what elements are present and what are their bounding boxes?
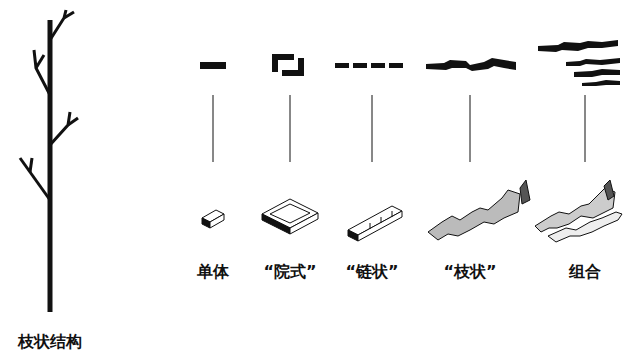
leader-lines <box>213 95 585 162</box>
tree-figure <box>20 10 78 312</box>
type-label: 单体 <box>197 262 229 281</box>
type-label: “院式” <box>263 262 316 281</box>
iso-volumes <box>202 180 622 242</box>
type-label: “枝状” <box>443 262 496 281</box>
type-label: “链状” <box>345 262 398 281</box>
figure-caption: 枝状结构 <box>18 332 82 351</box>
type-label: 组合 <box>569 262 601 281</box>
plan-icons <box>200 40 620 86</box>
